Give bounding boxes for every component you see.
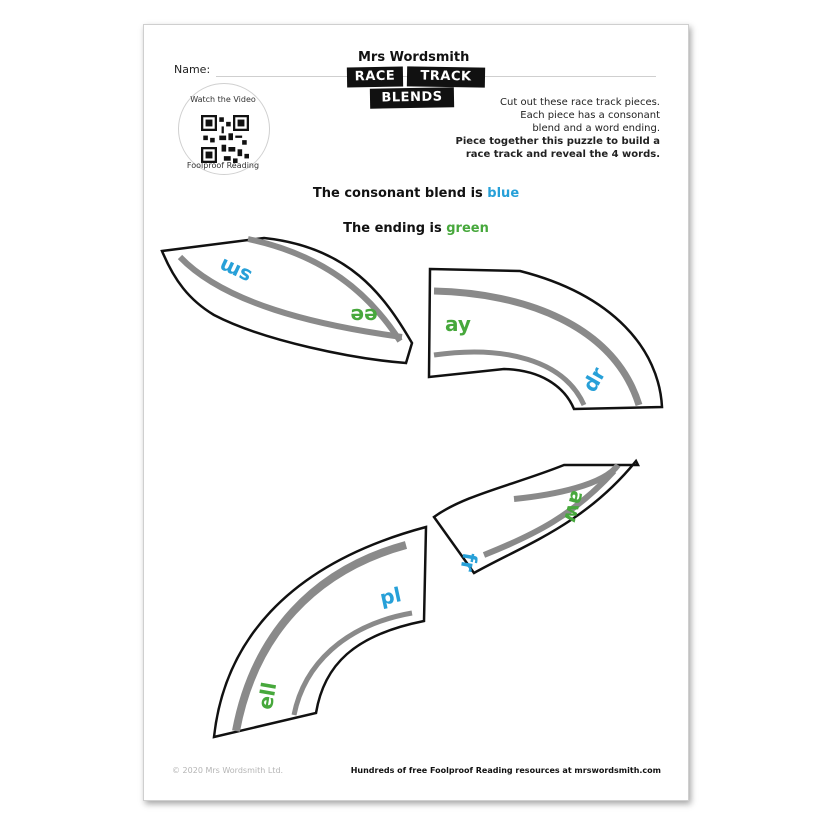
ending-text: ee [350,304,377,328]
ending-color-word: green [446,221,489,236]
instructions: Cut out these race track pieces. Each pi… [410,96,660,161]
instruction-line-bold: race track and reveal the 4 words. [465,149,660,160]
blend-legend-text: The consonant blend is [312,186,488,201]
qr-code-icon[interactable] [201,115,249,163]
blend-text: fr [455,551,482,574]
qr-badge [178,83,270,175]
track-piece-fr-aw[interactable]: aw fr [432,458,641,575]
instruction-line: Cut out these race track pieces. [500,97,660,108]
brand-name: Mrs Wordsmith [358,50,470,65]
instruction-line: blend and a word ending. [532,123,660,134]
ending-legend: The ending is green [144,221,688,236]
track-piece-dr-ay[interactable]: ay dr [427,267,664,411]
track-piece-sm-ee[interactable]: sm ee [160,236,414,365]
ending-legend-text: The ending is [343,221,447,236]
copyright-text: © 2020 Mrs Wordsmith Ltd. [172,766,284,775]
resources-text: Hundreds of free Foolproof Reading resou… [350,766,661,775]
ending-text: ay [445,312,471,336]
qr-caption-top: Watch the Video [190,95,256,104]
ending-text: ell [253,680,281,711]
qr-caption-bottom: Foolproof Reading [186,161,260,170]
blend-legend: The consonant blend is blue [144,186,688,201]
race-track-pieces: sm ee ay dr aw fr pl ell [160,236,664,739]
instruction-line: Each piece has a consonant [520,110,660,121]
blend-color-word: blue [487,186,520,201]
blend-text: pl [378,582,404,610]
track-piece-pl-ell[interactable]: pl ell [212,525,428,739]
name-label: Name: [174,63,211,76]
instruction-line-bold: Piece together this puzzle to build a [455,136,660,147]
worksheet-page: Name: Mrs Wordsmith RACE TRACK BLENDS Wa… [143,24,689,801]
